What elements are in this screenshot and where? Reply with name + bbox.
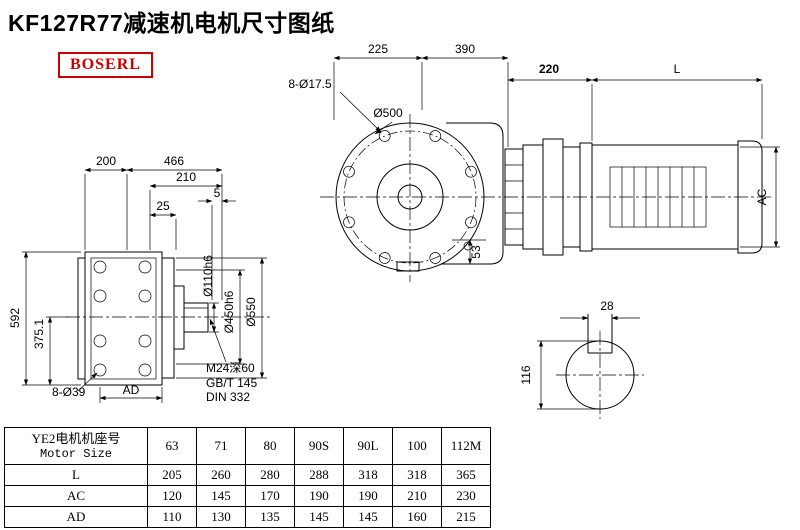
gearbox-housing-outline [441,122,504,265]
stator-laminations [621,167,695,227]
size-col-header: 90S [294,427,344,465]
motor-spec-table: YE2电机机座号 Motor Size 63 71 80 90S 90L 100… [4,427,491,528]
value-cell: 365 [441,464,491,486]
shaft-section-view: 28 116 [519,299,640,410]
table-header-row: YE2电机机座号 Motor Size 63 71 80 90S 90L 100… [4,427,491,465]
value-cell: 260 [196,464,246,486]
output-shaft [183,302,209,333]
dim-flange-od-front: Ø500 [373,106,403,120]
dim-28: 28 [600,299,614,313]
flange-bolt-holes [343,130,477,264]
motor-view [504,138,763,256]
value-cell: 145 [294,506,344,528]
value-cell: 190 [294,485,344,507]
note-standard-din: DIN 332 [206,390,250,404]
front-view [335,122,504,272]
dim-bolt-pattern-front: 8-Ø17.5 [288,77,332,91]
dim-116: 116 [519,365,533,384]
hub-circle [376,163,444,231]
centerlines [66,114,772,419]
value-cell: 318 [392,464,442,486]
side-view-dimensions: 200 466 210 5 25 592 375.1 8-Ø39 [8,154,267,404]
dim-220: 220 [539,62,559,76]
table-row-L: L 205 260 280 288 318 318 365 [4,464,491,486]
technical-drawing: 225 390 8-Ø17.5 Ø500 53 [8,42,780,419]
shaft-bore-circle [397,184,423,210]
dim-466: 466 [164,154,184,168]
dim-shaft-dia: Ø110h6 [201,255,215,297]
dim-AC: AC [755,188,769,205]
dim-225: 225 [368,42,388,56]
dim-200: 200 [96,154,116,168]
dim-53: 53 [469,245,483,259]
side-bolt-holes [93,260,152,377]
side-housing-lip [77,257,86,380]
size-col-header: 100 [392,427,442,465]
note-standard-gb: GB/T 145 [206,376,257,390]
value-cell: 170 [245,485,295,507]
dim-AD: AD [123,383,140,397]
size-col-header: 90L [343,427,393,465]
value-cell: 210 [392,485,442,507]
dim-5: 5 [214,186,221,200]
motor-size-label-cn: YE2电机机座号 [31,431,121,446]
bolt-circle [343,130,477,264]
dim-390: 390 [455,42,475,56]
value-cell: 145 [343,506,393,528]
value-cell: 190 [343,485,393,507]
shaft-section-circle [565,340,635,410]
table-row-AD: AD 110 130 135 145 145 160 215 [4,506,491,528]
value-cell: 135 [245,506,295,528]
value-cell: 205 [147,464,197,486]
value-cell: 120 [147,485,197,507]
dim-592: 592 [8,308,22,328]
value-cell: 160 [392,506,442,528]
dim-210: 210 [176,170,196,184]
value-cell: 318 [343,464,393,486]
side-housing-inner [90,257,157,380]
front-view-dimensions: 225 390 8-Ø17.5 Ø500 53 [288,42,509,265]
drain-plug [396,261,420,272]
size-col-header: 112M [441,427,491,465]
value-cell: 215 [441,506,491,528]
value-cell: 288 [294,464,344,486]
row-label: AD [4,506,148,528]
motor-size-label-en: Motor Size [39,447,112,461]
size-col-header: 71 [196,427,246,465]
page-title: KF127R77减速机电机尺寸图纸 [8,10,335,36]
dim-flange-od-side: Ø550 [244,297,258,327]
brand-logo: BOSERL [58,52,153,78]
dim-bolt-pattern-side: 8-Ø39 [52,385,86,399]
row-label: L [4,464,148,486]
size-col-header: 80 [245,427,295,465]
table-row-AC: AC 120 145 170 190 190 210 230 [4,485,491,507]
value-cell: 130 [196,506,246,528]
fan-cover [737,140,763,254]
value-cell: 145 [196,485,246,507]
dim-spigot-dia: Ø450h6 [222,290,236,333]
row-label: AC [4,485,148,507]
motor-size-header: YE2电机机座号 Motor Size [4,427,148,465]
value-cell: 110 [147,506,197,528]
motor-view-dimensions: 220 L AC [507,62,780,248]
output-hub [173,285,185,350]
side-view [77,251,209,386]
dim-375: 375.1 [32,319,46,349]
dim-L: L [674,62,681,76]
output-flange-plate [161,257,175,379]
note-tap-thread: M24深60 [206,361,255,375]
value-cell: 280 [245,464,295,486]
flange-circle [335,122,485,272]
value-cell: 230 [441,485,491,507]
size-col-header: 63 [147,427,197,465]
dim-25: 25 [156,199,170,213]
